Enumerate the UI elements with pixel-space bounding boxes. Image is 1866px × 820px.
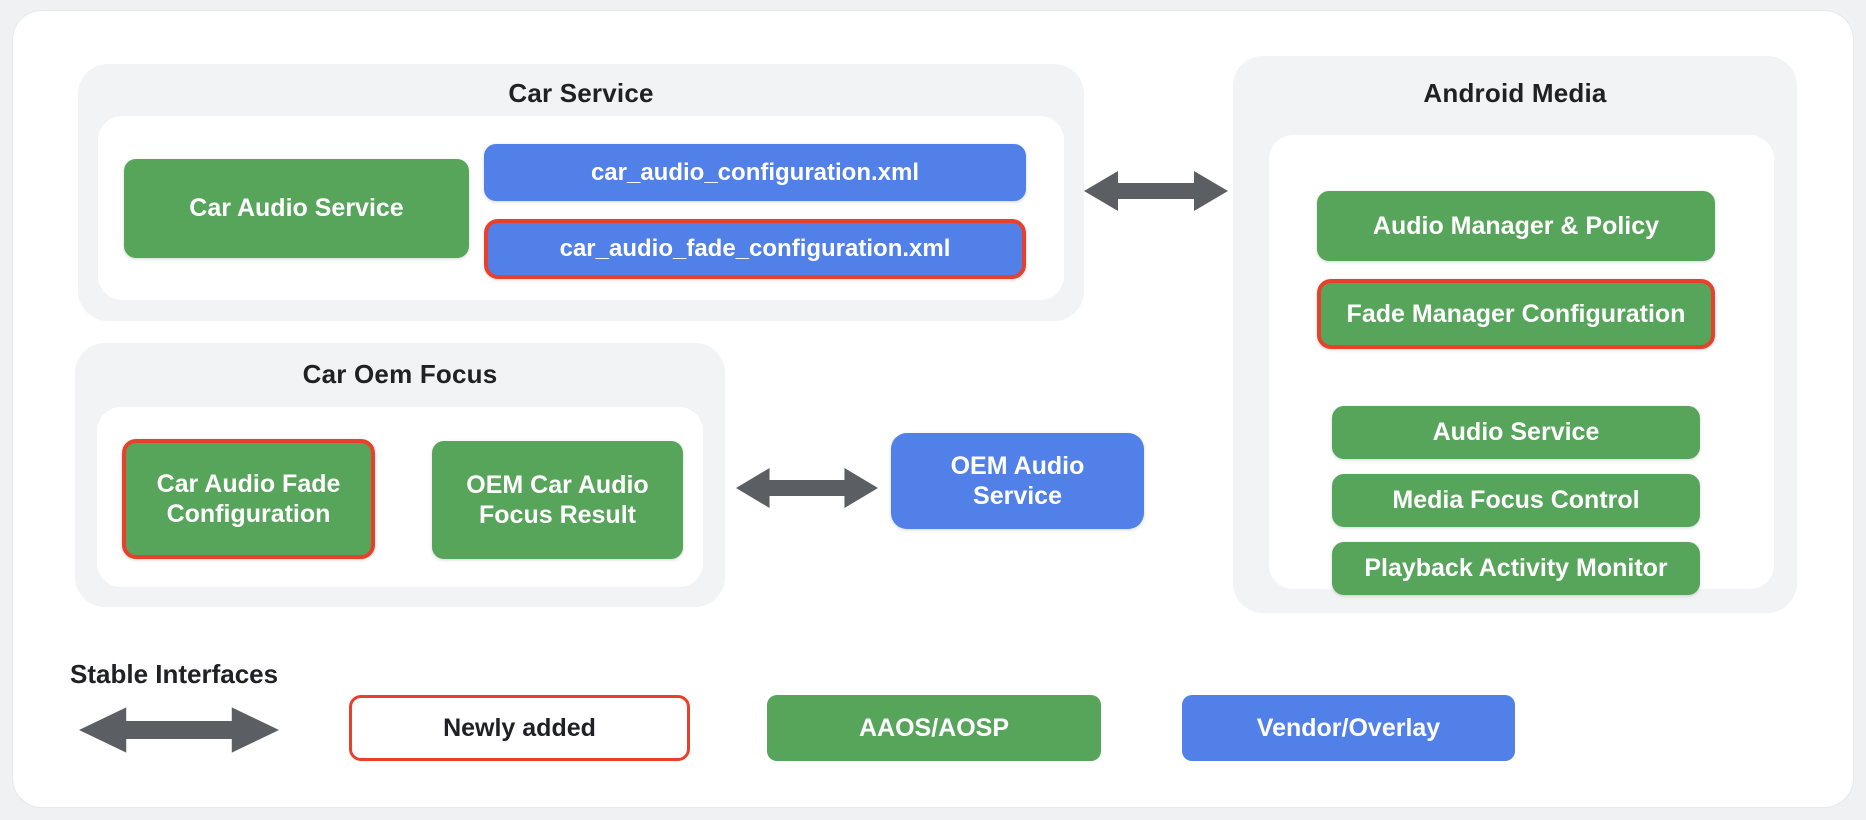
car-oem-focus-title: Car Oem Focus bbox=[302, 359, 498, 389]
audio-manager-policy-box: Audio Manager & Policy bbox=[1317, 191, 1715, 261]
fade-manager-configuration-box: Fade Manager Configuration bbox=[1317, 279, 1715, 349]
audio-service-box: Audio Service bbox=[1332, 406, 1700, 459]
double-arrow-icon-car-oem-focus-oem-audio-service bbox=[736, 465, 878, 511]
car-audio-fade-configuration-xml-box: car_audio_fade_configuration.xml bbox=[484, 219, 1026, 279]
car-audio-service-box: Car Audio Service bbox=[124, 159, 469, 258]
android-media-inner-panel: Audio Manager & Policy Fade Manager Conf… bbox=[1269, 135, 1774, 595]
stable-interfaces-label: Stable Interfaces bbox=[70, 659, 279, 689]
legend-aaos-aosp-box: AAOS/AOSP bbox=[767, 695, 1101, 761]
diagram-card: Car Service Car Audio Service car_audio_… bbox=[12, 10, 1854, 808]
car-audio-fade-configuration-box: Car Audio Fade Configuration bbox=[122, 439, 375, 559]
double-arrow-icon-car-service-android-media bbox=[1084, 168, 1228, 214]
media-focus-control-box: Media Focus Control bbox=[1332, 474, 1700, 527]
oem-car-audio-focus-result-box: OEM Car Audio Focus Result bbox=[432, 441, 683, 559]
car-service-section: Car Service Car Audio Service car_audio_… bbox=[78, 64, 1084, 321]
car-service-title: Car Service bbox=[508, 78, 654, 108]
double-arrow-icon-stable-interfaces-legend bbox=[79, 704, 279, 756]
android-media-section: Android Media Audio Manager & Policy Fad… bbox=[1233, 56, 1797, 613]
playback-activity-monitor-box: Playback Activity Monitor bbox=[1332, 542, 1700, 595]
android-media-title: Android Media bbox=[1423, 78, 1607, 108]
legend-newly-added-box: Newly added bbox=[349, 695, 690, 761]
car-oem-focus-inner-panel: Car Audio Fade Configuration OEM Car Aud… bbox=[97, 407, 703, 587]
oem-audio-service-box: OEM Audio Service bbox=[891, 433, 1144, 529]
car-oem-focus-section: Car Oem Focus Car Audio Fade Configurati… bbox=[75, 343, 725, 607]
car-service-inner-panel: Car Audio Service car_audio_configuratio… bbox=[98, 116, 1064, 300]
car-audio-configuration-xml-box: car_audio_configuration.xml bbox=[484, 144, 1026, 201]
legend-vendor-overlay-box: Vendor/Overlay bbox=[1182, 695, 1515, 761]
